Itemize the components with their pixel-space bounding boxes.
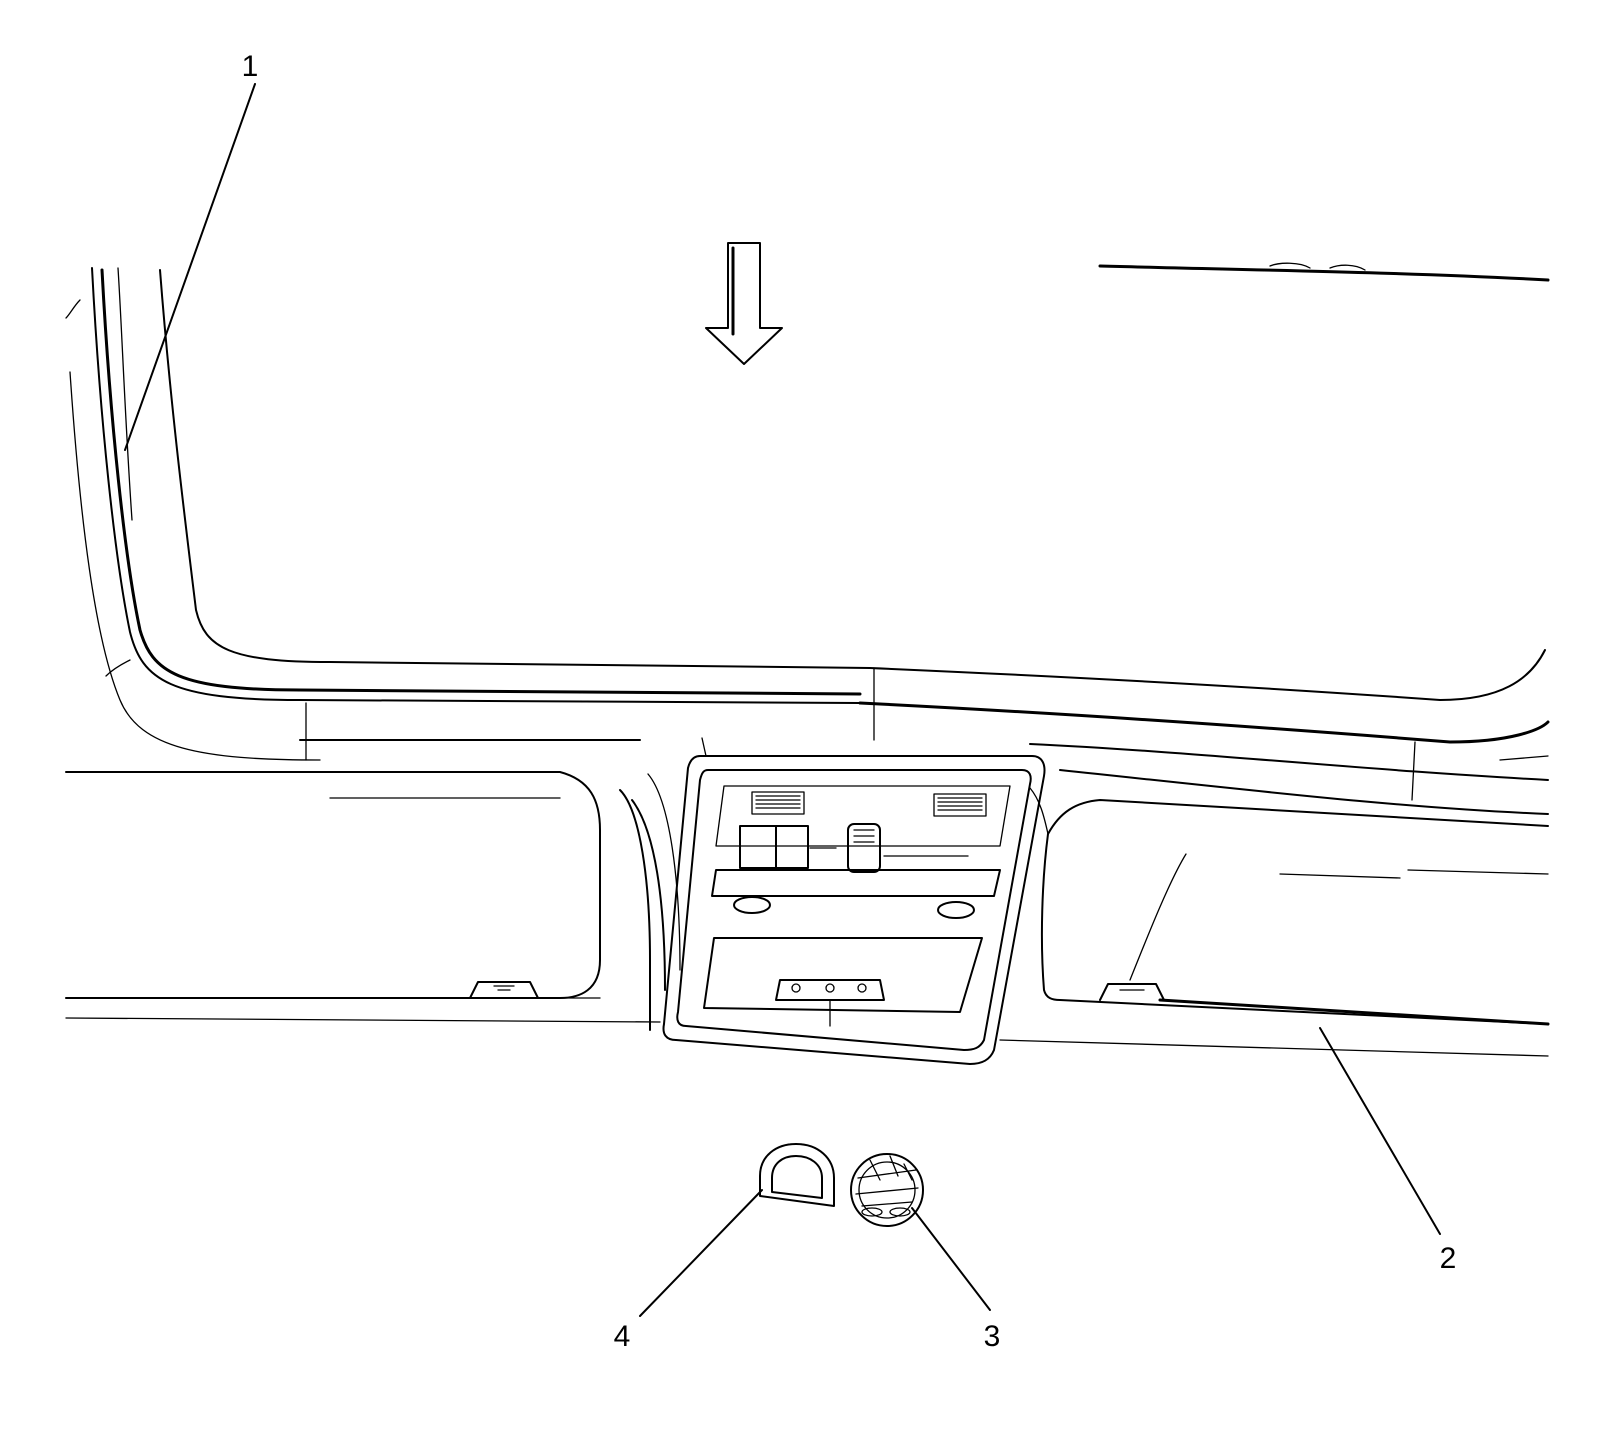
sensor-part bbox=[850, 1153, 924, 1227]
leader-line-2 bbox=[1319, 1027, 1441, 1235]
leader-lines bbox=[124, 83, 1441, 1317]
left-pillar bbox=[65, 267, 871, 761]
right-vent bbox=[933, 793, 987, 817]
console-switch-right bbox=[775, 825, 809, 869]
callout-1: 1 bbox=[242, 50, 259, 83]
leader-line-3 bbox=[911, 1207, 991, 1311]
headliner-lower-edge bbox=[65, 997, 1549, 1057]
callout-3: 3 bbox=[984, 1320, 1001, 1353]
windshield-header bbox=[299, 262, 1550, 815]
console-switch-left bbox=[739, 825, 777, 869]
left-map-lamp-lens bbox=[733, 896, 771, 914]
right-sunvisor-region bbox=[1029, 787, 1550, 1026]
left-sunvisor-region bbox=[65, 771, 681, 1031]
console-button bbox=[847, 823, 881, 873]
down-arrow-icon bbox=[705, 242, 783, 365]
leader-line-1 bbox=[124, 83, 256, 451]
callout-2: 2 bbox=[1440, 1242, 1457, 1275]
callout-4: 4 bbox=[614, 1320, 631, 1353]
bezel-part bbox=[759, 1143, 835, 1207]
left-vent bbox=[751, 791, 805, 815]
leader-line-4 bbox=[639, 1189, 763, 1317]
right-map-lamp-lens bbox=[937, 901, 975, 919]
overhead-console bbox=[662, 737, 1046, 1065]
